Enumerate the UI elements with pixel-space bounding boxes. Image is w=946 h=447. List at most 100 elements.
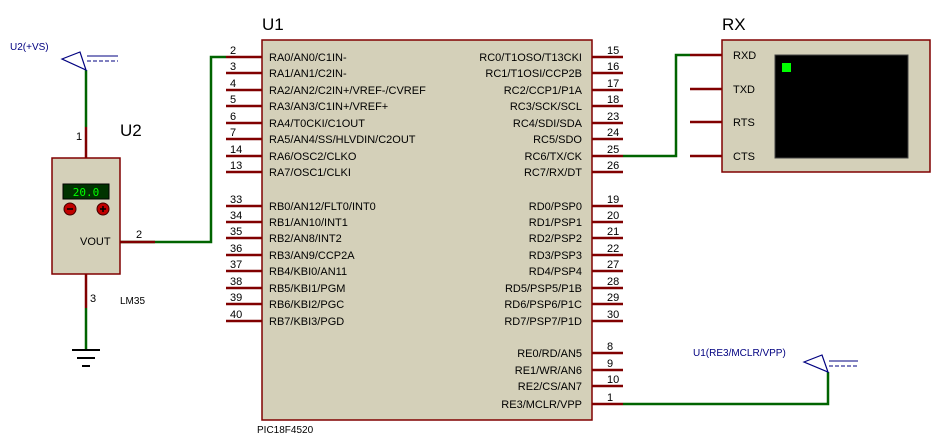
mcu-pin-label: RA3/AN3/C1IN+/VREF+ <box>269 101 388 113</box>
mcu-pin-number: 35 <box>230 226 242 238</box>
mcu-pin-number: 34 <box>230 210 242 222</box>
mcu-pin-number: 4 <box>230 78 236 90</box>
wire-u2-vout-to-ra0[interactable] <box>120 55 226 244</box>
virtual-terminal-pin-txd[interactable]: TXD <box>690 84 755 96</box>
mcu-pin-label: RA4/T0CKI/C1OUT <box>269 118 365 130</box>
sensor-body[interactable] <box>51 157 121 275</box>
mcu-pin-number: 15 <box>607 45 619 57</box>
mcu-pin-number: 33 <box>230 194 242 206</box>
mcu-pin-number: 19 <box>607 194 619 206</box>
mcu-pin-label: RA2/AN2/C2IN+/VREF-/CVREF <box>269 85 426 97</box>
mcu-pin-number: 29 <box>607 292 619 304</box>
mcu-pin-number: 26 <box>607 160 619 172</box>
mcu-pin-number: 38 <box>230 276 242 288</box>
virtual-terminal-screen[interactable] <box>774 54 909 159</box>
mcu-right-pins: 15RC0/T1OSO/T13CKI16RC1/T1OSI/CCP2B17RC2… <box>479 45 623 411</box>
sensor-decrease-button[interactable] <box>63 202 77 216</box>
mcu-pin-number: 17 <box>607 78 619 90</box>
sensor-pin-top-num: 1 <box>76 131 82 143</box>
mcu-pin-label: RD4/PSP4 <box>529 266 582 278</box>
sensor-increase-button[interactable] <box>96 202 110 216</box>
terminal-u2-vs[interactable]: U2(+VS) <box>10 42 118 72</box>
mcu-pin-label: RA1/AN1/C2IN- <box>269 68 347 80</box>
mcu-pin-label: RB0/AN12/FLT0/INT0 <box>269 201 376 213</box>
mcu-pin-number: 21 <box>607 226 619 238</box>
virtual-terminal-ref: RX <box>722 15 746 34</box>
ground-icon <box>72 349 100 367</box>
mcu-pin-label: RB3/AN9/CCP2A <box>269 250 355 262</box>
virtual-terminal-rx[interactable]: RX RXD TXD RTS CTS <box>690 15 931 173</box>
virtual-terminal-pins: RXD TXD RTS CTS <box>690 50 756 163</box>
virtual-terminal-pin-cts[interactable]: CTS <box>690 151 755 163</box>
sensor-ref-label: U2 <box>120 121 142 140</box>
mcu-pin-label: RB7/KBI3/PGD <box>269 316 344 328</box>
mcu-pin-number: 6 <box>230 111 236 123</box>
mcu-pin-label: RB1/AN10/INT1 <box>269 217 348 229</box>
mcu-pin-number: 14 <box>230 144 242 156</box>
virtual-terminal-pin-label: CTS <box>733 151 755 163</box>
virtual-terminal-pin-rxd[interactable]: RXD <box>690 50 756 62</box>
mcu-u1[interactable]: U1 PIC18F4520 2RA0/AN0/C1IN-3RA1/AN1/C2I… <box>226 15 623 436</box>
mcu-pin-number: 22 <box>607 243 619 255</box>
mcu-pin-label: RC0/T1OSO/T13CKI <box>479 52 582 64</box>
mcu-pin-number: 3 <box>230 61 236 73</box>
terminal-u1-mclr-label: U1(RE3/MCLR/VPP) <box>693 348 786 359</box>
wire-rc6-to-rxd[interactable] <box>623 53 690 158</box>
terminal-u1-mclr[interactable]: U1(RE3/MCLR/VPP) <box>693 348 858 374</box>
sensor-lcd <box>62 183 110 200</box>
mcu-pin-number: 7 <box>230 127 236 139</box>
mcu-pin-number: 28 <box>607 276 619 288</box>
virtual-terminal-pin-label: TXD <box>733 84 755 96</box>
mcu-pin-label: RB5/KBI1/PGM <box>269 283 345 295</box>
mcu-pin-number: 24 <box>607 127 619 139</box>
sensor-u2[interactable]: U2 1 20.0 VOUT 2 3 LM35 <box>51 121 155 308</box>
mcu-pin-label: RC1/T1OSI/CCP2B <box>485 68 582 80</box>
wire-re3-to-terminal[interactable] <box>623 372 830 406</box>
virtual-terminal-pin-rts[interactable]: RTS <box>690 117 755 129</box>
mcu-pin-label: RD0/PSP0 <box>529 201 582 213</box>
mcu-pin-number: 20 <box>607 210 619 222</box>
mcu-pin-number: 9 <box>607 358 613 370</box>
mcu-pin-label: RA0/AN0/C1IN- <box>269 52 347 64</box>
mcu-pin-number: 37 <box>230 259 242 271</box>
mcu-pin-number: 23 <box>607 111 619 123</box>
mcu-pin-label: RC3/SCK/SCL <box>510 101 582 113</box>
mcu-body[interactable] <box>261 39 593 421</box>
